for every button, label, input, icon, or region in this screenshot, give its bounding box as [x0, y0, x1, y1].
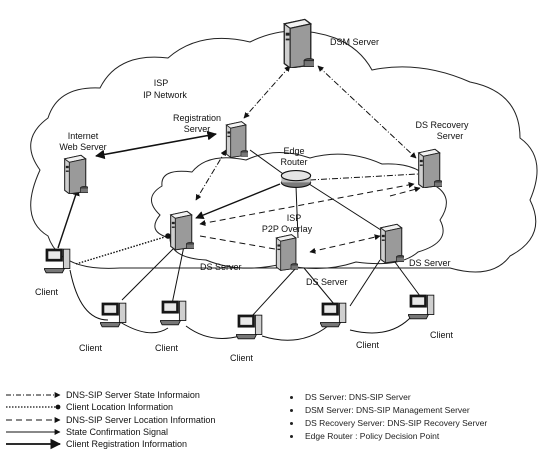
internet-web-server-label-line2: Web Server: [59, 142, 107, 152]
note-text: DS Server: DNS-SIP Server: [305, 392, 411, 402]
note-text: DSM Server: DNS-SIP Management Server: [305, 405, 470, 415]
client-pc-icon: [320, 302, 347, 328]
ds-server-mid-label: DS Server: [306, 277, 348, 287]
client-label: Client: [230, 353, 254, 363]
edge-router-icon: [280, 170, 312, 188]
legend-item-state-confirmation: State Confirmation Signal: [0, 426, 260, 438]
edge-router-label-line1: Edge: [283, 146, 305, 156]
client-label: Client: [35, 287, 59, 297]
legend-text: Client Registration Information: [66, 439, 188, 449]
isp-label: ISP: [153, 78, 169, 88]
ds-recovery-server-label-line2: Server: [436, 131, 464, 141]
ds-server-left-label: DS Server: [200, 262, 242, 272]
note-item: DSM Server: DNS-SIP Management Server: [290, 405, 470, 415]
internet-web-server-label-line1: Internet: [67, 131, 99, 141]
note-item: DS Server: DNS-SIP Server: [290, 392, 411, 402]
registration-server-icon: [225, 121, 248, 158]
ds-recovery-server-icon: [418, 148, 442, 188]
registration-server-label-line2: Server: [183, 124, 211, 134]
ds-server-mid-icon: [275, 234, 298, 272]
client-label: Client: [79, 343, 103, 353]
ds-server-right-icon: [380, 223, 404, 264]
registration-server-label-line1: Registration: [172, 113, 222, 123]
client-label: Client: [430, 330, 454, 340]
note-item: DS Recovery Server: DNS-SIP Recovery Ser…: [290, 418, 487, 428]
ds-recovery-server-label-line1: DS Recovery: [415, 120, 469, 130]
legend-item-client-registration: Client Registration Information: [0, 438, 260, 450]
dsm-server-label: DSM Server: [330, 37, 380, 47]
legend-item-client-location: Client Location Information: [0, 401, 260, 413]
ds-server-right-label: DS Server: [409, 258, 451, 268]
legend-item-server-state: DNS-SIP Server State Informaion: [0, 389, 260, 401]
connections: [57, 65, 421, 341]
legend-text: State Confirmation Signal: [66, 427, 169, 437]
dsm-server-icon: [283, 18, 314, 68]
isp-overlay-label-line1: ISP: [286, 213, 302, 223]
edge-router-label-line2: Router: [280, 157, 308, 167]
legend-text: DNS-SIP Server Location Information: [66, 415, 216, 425]
legend-samples: [6, 392, 62, 450]
client-pc-icon: [408, 294, 435, 320]
client-pc-icon: [236, 314, 263, 340]
ds-server-left-icon: [170, 210, 194, 251]
client-pc-icon: [160, 300, 187, 326]
note-text: Edge Router : Policy Decision Point: [305, 431, 440, 441]
note-item: Edge Router : Policy Decision Point: [290, 431, 439, 441]
isp-ip-network-cloud: [30, 30, 538, 273]
client-label: Client: [155, 343, 179, 353]
isp-overlay-label-line2: P2P Overlay: [261, 224, 313, 234]
note-text: DS Recovery Server: DNS-SIP Recovery Ser…: [305, 418, 488, 428]
legend-item-server-location: DNS-SIP Server Location Information: [0, 414, 260, 426]
legend-text: DNS-SIP Server State Informaion: [66, 390, 200, 400]
internet-web-server-icon: [64, 154, 88, 194]
client-pc-icon: [44, 248, 71, 274]
client-label: Client: [356, 340, 380, 350]
legend-text: Client Location Information: [66, 402, 174, 412]
ip-network-label: IP Network: [143, 90, 187, 100]
